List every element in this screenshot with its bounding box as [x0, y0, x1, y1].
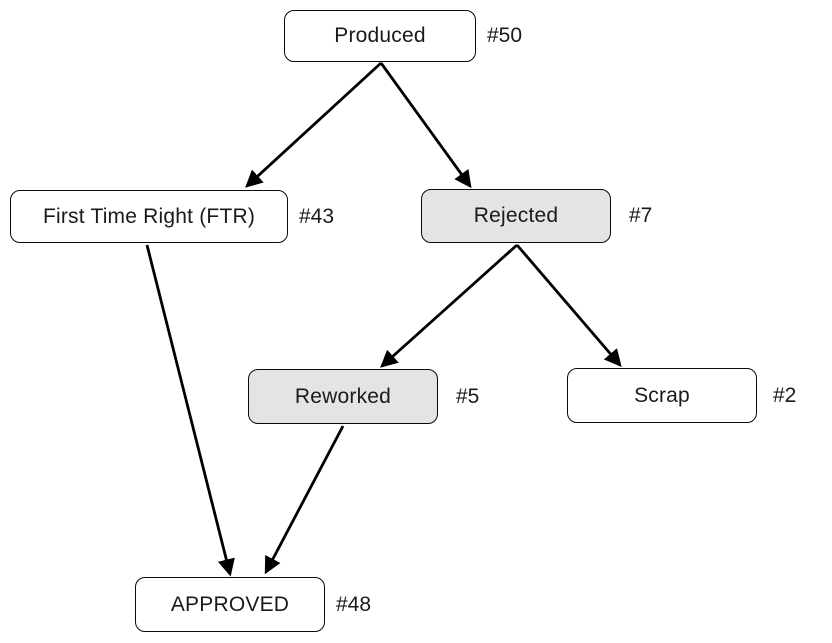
node-first-time-right: First Time Right (FTR) — [10, 190, 288, 243]
edge-ftr-approved — [145, 244, 235, 577]
node-reworked: Reworked — [248, 369, 438, 424]
node-approved-count: #48 — [336, 592, 372, 616]
node-rejected-label: Rejected — [473, 204, 559, 227]
node-produced-label: Produced — [334, 24, 426, 47]
node-reworked-label: Reworked — [294, 384, 392, 408]
edge-rejected-scrap — [515, 244, 622, 367]
edge-rejected-reworked — [380, 243, 518, 368]
node-rejected: Rejected — [421, 189, 611, 243]
node-approved-label: APPROVED — [170, 592, 290, 616]
node-first-time-right-count: #43 — [299, 204, 335, 228]
edge-produced-ftr — [245, 61, 382, 188]
edge-produced-rejected — [379, 62, 472, 189]
edge-reworked-approved — [264, 425, 345, 575]
node-scrap: Scrap — [567, 368, 757, 423]
node-scrap-count: #2 — [773, 383, 797, 407]
node-rejected-count: #7 — [629, 204, 653, 227]
node-reworked-count: #5 — [456, 384, 480, 408]
node-first-time-right-label: First Time Right (FTR) — [42, 204, 256, 228]
node-approved: APPROVED — [135, 577, 325, 632]
node-scrap-label: Scrap — [634, 383, 690, 407]
node-produced-count: #50 — [487, 24, 523, 47]
node-produced: Produced — [284, 10, 476, 62]
